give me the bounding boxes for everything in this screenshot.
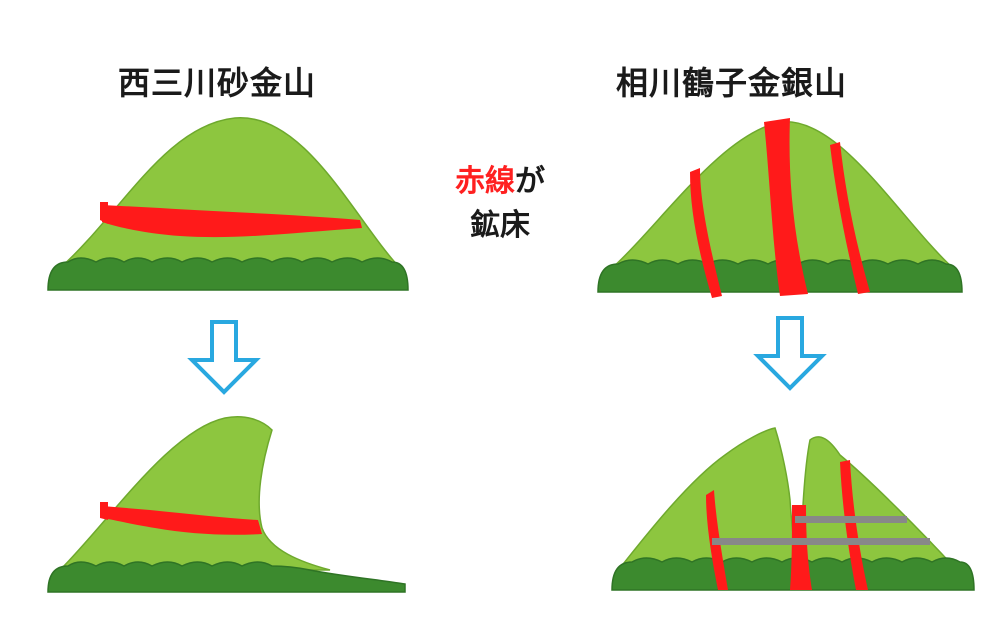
vein-vertical-3 bbox=[830, 142, 870, 294]
vein-step bbox=[100, 202, 108, 224]
arrow-down-right bbox=[753, 316, 827, 391]
mountain-body bbox=[58, 416, 331, 571]
legend-text: 赤線が 鉱床 bbox=[440, 160, 560, 248]
legend-suffix: が bbox=[515, 164, 545, 199]
vein-vertical-2 bbox=[764, 118, 808, 296]
bush-strip bbox=[47, 257, 409, 291]
title-nishimikawa: 西三川砂金山 bbox=[118, 64, 317, 102]
vein-vertical-3 bbox=[840, 460, 868, 590]
vein-vertical-1 bbox=[690, 168, 722, 298]
vein-vertical-2 bbox=[790, 505, 812, 590]
tunnel-lower bbox=[712, 538, 930, 545]
vein-horizontal bbox=[102, 205, 362, 238]
vein-horizontal bbox=[102, 506, 262, 535]
legend-line2: 鉱床 bbox=[470, 208, 530, 243]
mountain-body-right bbox=[799, 436, 957, 569]
tunnel-upper bbox=[795, 516, 907, 523]
arrow-down-left bbox=[187, 320, 261, 395]
mountain-right-after bbox=[611, 427, 975, 591]
bush-strip bbox=[47, 561, 406, 593]
mountain-left-before bbox=[47, 117, 409, 291]
mountain-body bbox=[58, 117, 402, 269]
mountain-left-after bbox=[47, 416, 406, 593]
mountain-right-before bbox=[597, 118, 963, 298]
title-aikawa: 相川鶴子金銀山 bbox=[616, 64, 848, 102]
vein-step bbox=[100, 502, 108, 520]
legend-red-word: 赤線 bbox=[455, 164, 515, 199]
